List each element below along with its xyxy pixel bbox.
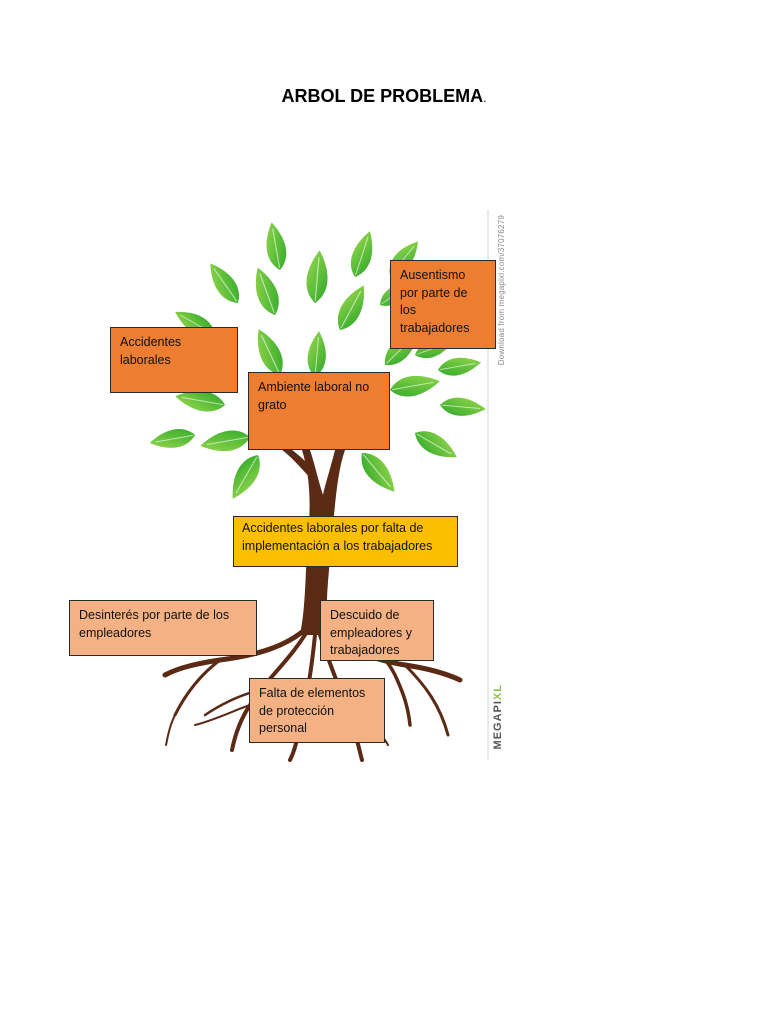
effect-box-ausentismo: Ausentismo por parte de los trabajadores [390, 260, 496, 349]
page-title: ARBOL DE PROBLEMA. [0, 86, 768, 107]
watermark-brand-main: MEGAPI [492, 700, 504, 750]
watermark-brand-accent: XL [492, 684, 504, 701]
watermark-brand: MEGAPIXL [492, 684, 504, 749]
cause-box-descuido: Descuido de empleadores y trabajadores [320, 600, 434, 661]
effect-box-accidentes: Accidentes laborales [110, 327, 238, 393]
title-dot: . [483, 91, 487, 105]
central-problem-box: Accidentes laborales por falta de implem… [233, 516, 458, 567]
effect-box-ambiente: Ambiente laboral no grato [248, 372, 390, 450]
cause-box-desinteres: Desinterés por parte de los empleadores [69, 600, 257, 656]
title-text: ARBOL DE PROBLEMA [281, 86, 484, 106]
watermark-download-text: Download from megapixl.com/37076279 [497, 215, 506, 366]
cause-box-falta: Falta de elementos de protección persona… [249, 678, 385, 743]
